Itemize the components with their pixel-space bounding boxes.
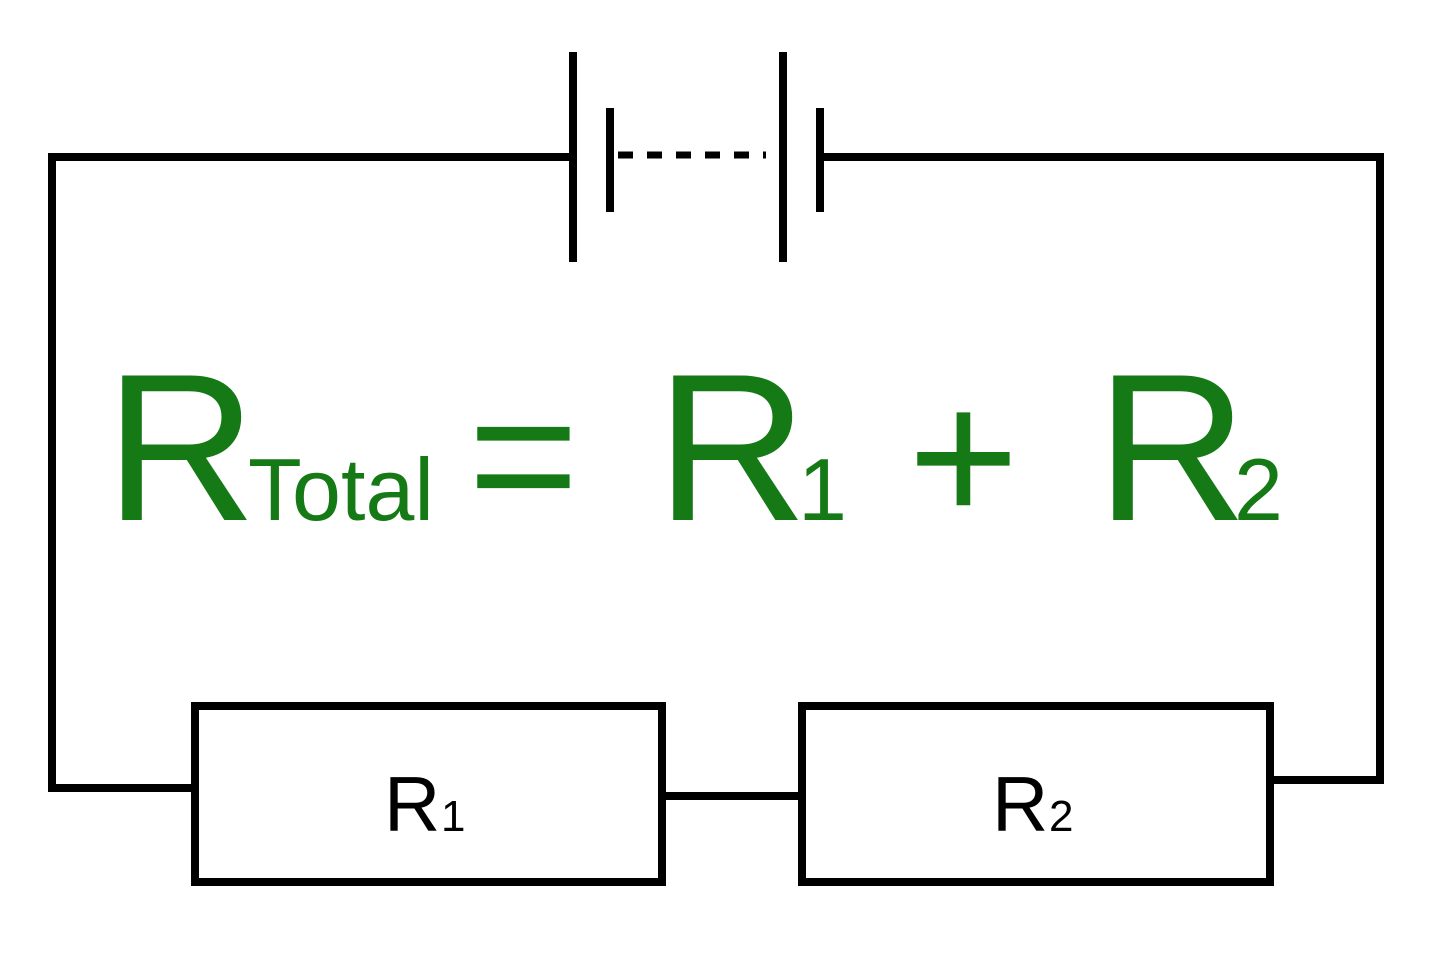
formula: R Total = R 1 + R 2	[105, 330, 1283, 565]
battery-icon	[569, 52, 824, 262]
resistor-r2-box	[798, 702, 1274, 886]
resistor-r1-label-symbol: R	[384, 760, 440, 848]
formula-plus: +	[908, 351, 1019, 563]
formula-term1-subscript: 1	[798, 440, 847, 539]
formula-lhs-subscript: Total	[248, 440, 434, 539]
wire-top-left	[48, 153, 577, 792]
formula-term2-subscript: 2	[1234, 440, 1283, 539]
resistor-r2-label-symbol: R	[992, 760, 1048, 848]
formula-term1-symbol: R	[656, 330, 808, 565]
wire-top-right	[820, 153, 1384, 784]
resistor-r1-label-subscript: 1	[441, 792, 465, 841]
resistor-r2: R 2	[798, 702, 1274, 886]
resistor-r1-box	[191, 702, 666, 886]
resistor-r1: R 1	[191, 702, 666, 886]
formula-term2-symbol: R	[1096, 330, 1248, 565]
formula-equals: =	[468, 349, 579, 561]
circuit-wires	[48, 153, 1384, 800]
formula-lhs-symbol: R	[105, 330, 257, 565]
resistor-r2-label-subscript: 2	[1049, 792, 1073, 841]
